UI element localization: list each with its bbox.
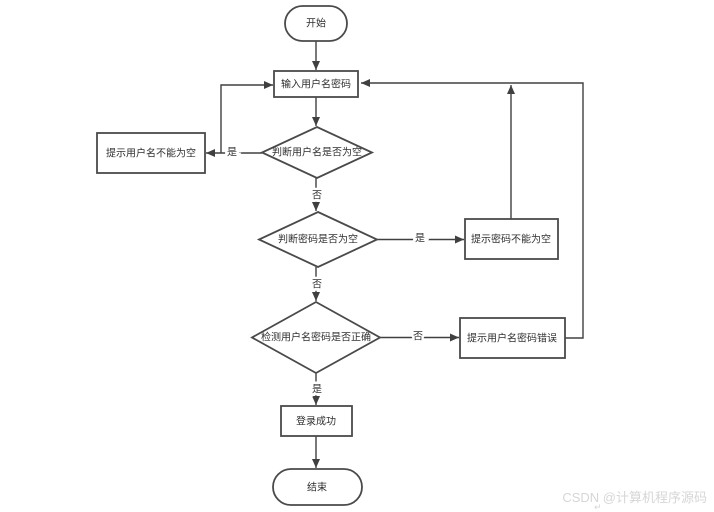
watermark: CSDN @计算机程序源码 ↵ [562,490,707,512]
label-username-empty-yes: 是 [227,147,237,159]
node-warn-credentials-wrong: 提示用户名密码错误 [459,317,566,359]
node-warn-password-empty: 提示密码不能为空 [464,218,559,260]
node-check-credentials-correct: 检测用户名密码是否正确 [250,300,382,375]
node-login-success: 登录成功 [280,405,353,437]
start-stadium-shape [284,5,348,42]
node-check-password-empty: 判断密码是否为空 [256,211,380,268]
edge-labels: 是 否 是 否 否 是 [225,144,428,398]
check-credentials-diamond-shape [250,300,382,375]
warn-username-label: 提示用户名不能为空 [106,147,196,160]
node-input-credentials: 输入用户名密码 [273,70,359,98]
end-stadium-shape [272,468,363,506]
check-username-label: 判断用户名是否为空 [272,146,362,159]
node-check-username-empty: 判断用户名是否为空 [259,126,375,179]
login-success-rect-shape [280,405,353,437]
input-credentials-label: 输入用户名密码 [281,78,351,91]
input-credentials-rect-shape [273,70,359,98]
node-end: 结束 [272,468,363,506]
check-password-diamond-shape [256,211,380,268]
start-label: 开始 [306,17,326,30]
label-password-empty-no: 否 [312,279,322,291]
label-credentials-wrong-no: 否 [413,331,423,343]
edges [206,41,584,468]
check-password-label: 判断密码是否为空 [278,233,358,246]
label-password-empty-yes: 是 [415,233,425,245]
edge-warn-wrong-return [361,79,584,339]
warn-username-rect-shape [96,132,206,174]
node-warn-username-empty: 提示用户名不能为空 [96,132,206,174]
watermark-return-glyph: ↵ [594,502,602,512]
warn-password-rect-shape [464,218,559,260]
label-credentials-correct-yes: 是 [312,384,322,396]
node-start: 开始 [284,5,348,42]
watermark-text: CSDN @计算机程序源码 [562,490,707,505]
warn-password-label: 提示密码不能为空 [471,233,551,246]
label-username-empty-no: 否 [312,190,322,202]
check-credentials-label: 检测用户名密码是否正确 [261,331,371,344]
end-label: 结束 [307,481,327,494]
login-success-label: 登录成功 [296,415,336,428]
warn-credentials-rect-shape [459,317,566,359]
edge-warn-username-return [220,81,273,153]
warn-credentials-label: 提示用户名密码错误 [467,332,557,345]
check-username-diamond-shape [259,126,375,179]
